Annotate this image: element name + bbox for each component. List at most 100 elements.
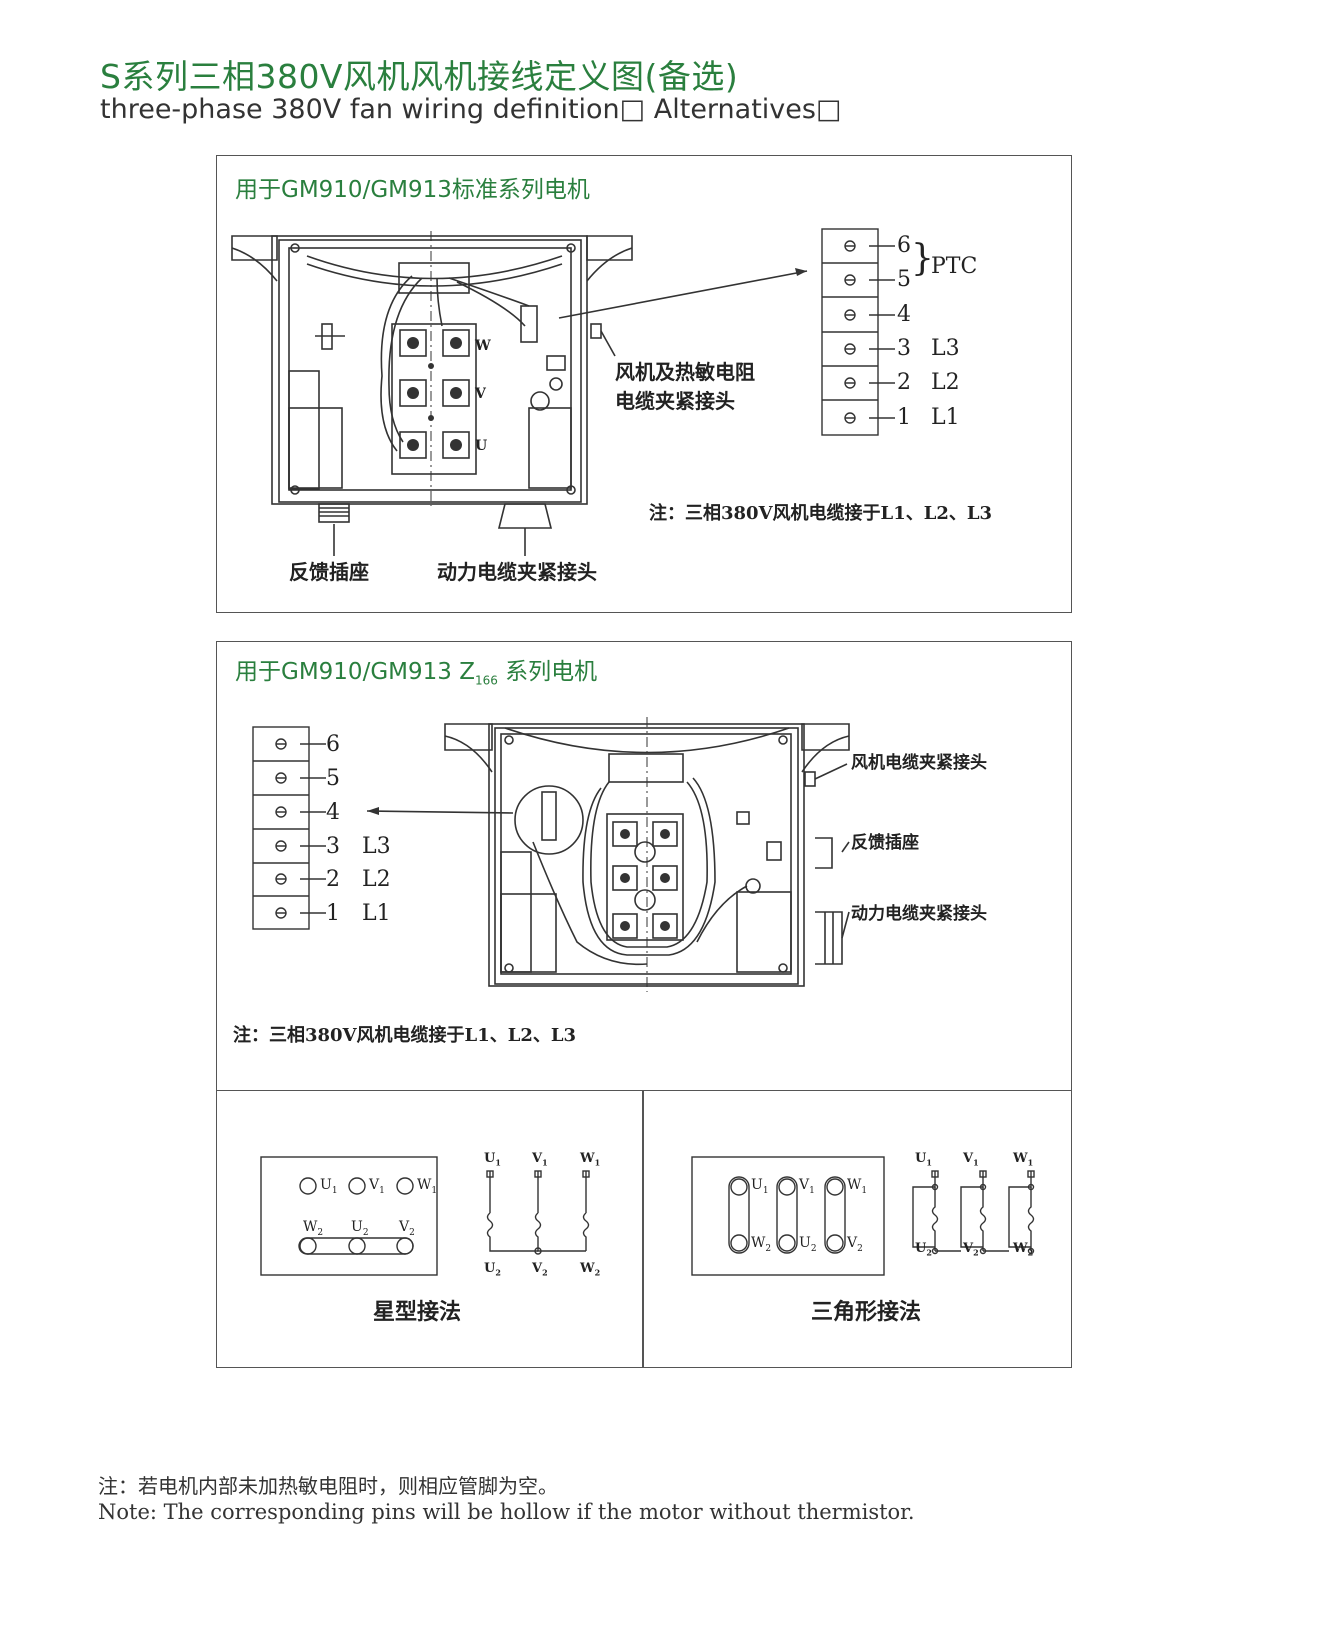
delta-sch-w2-text: W bbox=[1013, 1241, 1028, 1256]
star-sch-u2-sub: 2 bbox=[495, 1267, 501, 1278]
pin-5: 5 bbox=[897, 267, 911, 292]
terminal-strip-standard: 6 5 4 3 2 1 L3 L2 L1 bbox=[821, 228, 961, 438]
z166-pin-5: 5 bbox=[326, 766, 340, 791]
delta-u1-text: U bbox=[751, 1177, 763, 1193]
z166-power-cable-clamp-label: 动力电缆夹紧接头 bbox=[851, 904, 987, 924]
star-u1-text: U bbox=[320, 1177, 332, 1193]
star-v2-sub: 2 bbox=[409, 1227, 415, 1238]
star-sch-u2: U2 bbox=[484, 1261, 501, 1278]
panel-z166-title: 用于GM910/GM913 Z166 系列电机 bbox=[235, 652, 597, 688]
z166-feedback-socket-label: 反馈插座 bbox=[851, 833, 919, 853]
ptc-label: PTC bbox=[931, 254, 978, 279]
star-sch-v1: V1 bbox=[532, 1151, 548, 1168]
pin-4: 4 bbox=[897, 302, 911, 327]
star-w1-sub: 1 bbox=[431, 1185, 438, 1196]
delta-sch-u1-sub: 1 bbox=[926, 1157, 932, 1168]
pin-1: 1 bbox=[897, 405, 911, 430]
panel-standard-title: 用于GM910/GM913标准系列电机 bbox=[235, 177, 590, 203]
line-l3: L3 bbox=[931, 336, 960, 361]
star-w2-sub: 2 bbox=[317, 1227, 324, 1238]
star-connection-label: 星型接法 bbox=[373, 1299, 462, 1325]
terminal-strip-z166: 6 5 4 3 2 1 L3 L2 L1 bbox=[252, 726, 412, 936]
delta-sch-u2-sub: 2 bbox=[926, 1247, 932, 1258]
star-connection-drawing bbox=[260, 1156, 590, 1276]
delta-sch-w2: W2 bbox=[1013, 1241, 1033, 1258]
line-l2: L2 bbox=[931, 370, 960, 395]
z166-pin-1: 1 bbox=[326, 901, 340, 926]
star-sch-v1-sub: 1 bbox=[542, 1157, 548, 1168]
page-title: S系列三相380V风机风机接线定义图(备选) bbox=[100, 57, 739, 96]
star-w2-text: W bbox=[303, 1219, 318, 1235]
star-sch-v1-text: V bbox=[532, 1151, 543, 1166]
z166-pin-6: 6 bbox=[326, 732, 340, 757]
ptc-brace: } bbox=[911, 238, 934, 279]
z166-line-l1: L1 bbox=[362, 901, 391, 926]
delta-u1-sub: 1 bbox=[762, 1185, 769, 1196]
delta-v2: V2 bbox=[847, 1235, 863, 1254]
delta-sch-v1-text: V bbox=[963, 1151, 974, 1166]
star-u2: U2 bbox=[351, 1219, 369, 1238]
junction-box-drawing-z166 bbox=[366, 717, 850, 992]
star-sch-w2-sub: 2 bbox=[594, 1267, 601, 1278]
power-cable-clamp-label: 动力电缆夹紧接头 bbox=[437, 560, 597, 584]
delta-sch-v2-text: V bbox=[963, 1241, 974, 1256]
panel-z166-title-main: 用于GM910/GM913 Z bbox=[235, 659, 475, 685]
z166-line-l2: L2 bbox=[362, 867, 391, 892]
delta-sch-v1: V1 bbox=[963, 1151, 979, 1168]
delta-connection-label: 三角形接法 bbox=[811, 1299, 922, 1325]
delta-u2: U2 bbox=[799, 1235, 817, 1254]
fan-clamp-line-2: 电缆夹紧接头 bbox=[615, 389, 735, 413]
delta-v1-sub: 1 bbox=[809, 1185, 815, 1196]
delta-v2-sub: 2 bbox=[857, 1243, 863, 1254]
panel-star-connection: U1 V1 W1 W2 U2 V2 U1 V1 W1 U2 V2 W2 星型接法 bbox=[216, 1090, 644, 1368]
panel-z166-series: 用于GM910/GM913 Z166 系列电机 6 5 4 3 2 1 L3 L… bbox=[216, 641, 1072, 1091]
star-u2-text: U bbox=[351, 1219, 363, 1235]
delta-u2-sub: 2 bbox=[810, 1243, 817, 1254]
star-sch-u2-text: U bbox=[484, 1261, 496, 1276]
delta-u1: U1 bbox=[751, 1177, 769, 1196]
delta-w1-sub: 1 bbox=[861, 1185, 868, 1196]
terminal-label-v: V bbox=[475, 386, 486, 402]
delta-sch-w1-text: W bbox=[1013, 1151, 1028, 1166]
delta-w1: W1 bbox=[847, 1177, 867, 1196]
delta-u2-text: U bbox=[799, 1235, 811, 1251]
z166-fan-cable-clamp-label: 风机电缆夹紧接头 bbox=[851, 753, 987, 773]
fan-thermistor-clamp-label: 风机及热敏电阻 电缆夹紧接头 bbox=[615, 358, 755, 416]
star-v1: V1 bbox=[369, 1177, 385, 1196]
delta-sch-w2-sub: 2 bbox=[1027, 1247, 1034, 1258]
line-l1: L1 bbox=[931, 405, 960, 430]
panel-standard-series: 用于GM910/GM913标准系列电机 bbox=[216, 155, 1072, 613]
panel-delta-connection: U1 V1 W1 W2 U2 V2 U1 V1 W1 U2 V2 W2 三角形接… bbox=[642, 1090, 1072, 1368]
terminal-label-u: U bbox=[475, 438, 488, 454]
delta-connection-drawing bbox=[691, 1156, 1035, 1276]
z166-pin-3: 3 bbox=[326, 834, 340, 859]
star-sch-v2-text: V bbox=[532, 1261, 543, 1276]
panel1-note: 注：三相380V风机电缆接于L1、L2、L3 bbox=[649, 503, 993, 524]
panel-z166-title-tail: 系列电机 bbox=[497, 659, 598, 685]
z166-pin-4: 4 bbox=[326, 800, 340, 825]
z166-line-l3: L3 bbox=[362, 834, 391, 859]
feedback-socket-label: 反馈插座 bbox=[289, 560, 369, 584]
star-w1-text: W bbox=[417, 1177, 432, 1193]
pin-6: 6 bbox=[897, 233, 911, 258]
delta-sch-w1: W1 bbox=[1013, 1151, 1033, 1168]
delta-sch-u1-text: U bbox=[915, 1151, 927, 1166]
delta-sch-u1: U1 bbox=[915, 1151, 932, 1168]
delta-sch-u2-text: U bbox=[915, 1241, 927, 1256]
star-sch-w1-sub: 1 bbox=[594, 1157, 601, 1168]
delta-v2-text: V bbox=[847, 1235, 858, 1251]
delta-sch-w1-sub: 1 bbox=[1027, 1157, 1034, 1168]
delta-w2-text: W bbox=[751, 1235, 766, 1251]
star-v1-sub: 1 bbox=[379, 1185, 385, 1196]
star-sch-v2-sub: 2 bbox=[542, 1267, 548, 1278]
pin-2: 2 bbox=[897, 370, 911, 395]
star-w1: W1 bbox=[417, 1177, 437, 1196]
star-u1-sub: 1 bbox=[331, 1185, 338, 1196]
delta-sch-v2: V2 bbox=[963, 1241, 979, 1258]
footer-note-en: Note: The corresponding pins will be hol… bbox=[98, 1500, 915, 1524]
star-sch-v2: V2 bbox=[532, 1261, 548, 1278]
delta-v1: V1 bbox=[799, 1177, 815, 1196]
star-u1: U1 bbox=[320, 1177, 338, 1196]
junction-box-drawing-standard bbox=[231, 231, 808, 556]
terminal-strip-drawing bbox=[821, 228, 895, 436]
